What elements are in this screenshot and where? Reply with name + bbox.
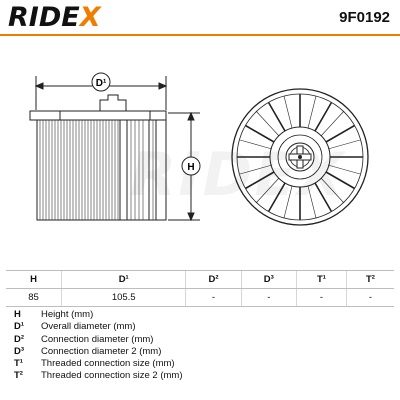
legend-key: D³	[14, 345, 25, 357]
legend-key: T¹	[14, 358, 23, 370]
spec-table-value-row: 85 105.5 - - - -	[6, 288, 394, 307]
spec-header-d3: D³	[240, 270, 297, 289]
legend-item: T¹ Threaded connection size (mm)	[14, 358, 394, 370]
legend-text: Threaded connection size 2 (mm)	[41, 370, 183, 382]
header: RIDEX 9F0192	[0, 0, 400, 34]
center-cross-connector	[285, 142, 315, 172]
spec-value-d2: -	[185, 288, 242, 307]
h-label-bubble	[181, 156, 201, 176]
legend-text: Connection diameter (mm)	[41, 333, 154, 345]
legend-text: Overall diameter (mm)	[41, 321, 136, 333]
legend-text: Height (mm)	[41, 309, 94, 320]
legend-key: D¹	[14, 321, 25, 333]
spec-header-d2: D²	[185, 270, 242, 289]
legend-text: Connection diameter 2 (mm)	[41, 345, 162, 357]
spec-value-d3: -	[240, 288, 297, 307]
logo-accent: X	[79, 2, 101, 33]
legend-key: D²	[14, 333, 25, 345]
spec-value-d1: 105.5	[61, 288, 186, 307]
spec-header-t2: T²	[345, 270, 394, 289]
h-label: H	[187, 162, 194, 173]
header-divider	[0, 34, 400, 36]
spec-table: H D¹ D² D³ T¹ T² 85 105.5 - - - -	[6, 270, 394, 307]
technical-drawing: D¹ H	[29, 72, 369, 226]
spec-header-h: H	[6, 270, 62, 289]
spec-header-t1: T¹	[295, 270, 347, 289]
part-number: 9F0192	[339, 9, 390, 26]
spec-value-h: 85	[6, 288, 62, 307]
d1-label: D¹	[96, 78, 107, 89]
logo-main: RIDE	[8, 2, 80, 33]
d1-label-bubble	[91, 72, 111, 92]
legend-key: T²	[14, 370, 23, 382]
spec-value-t2: -	[345, 288, 394, 307]
filter-side-view	[29, 94, 167, 221]
legend: H Height (mm) D¹ Overall diameter (mm) D² C…	[14, 309, 394, 383]
spec-header-d1: D¹	[61, 270, 186, 289]
legend-item: H Height (mm)	[14, 309, 394, 321]
legend-text: Threaded connection size (mm)	[41, 358, 175, 370]
legend-item: T² Threaded connection size 2 (mm)	[14, 370, 394, 382]
spec-table-header-row: H D¹ D² D³ T¹ T²	[6, 270, 394, 289]
filter-top-view	[231, 88, 369, 226]
brand-logo: RIDEX	[8, 4, 101, 32]
spec-value-t1: -	[295, 288, 347, 307]
legend-item: D¹ Overall diameter (mm)	[14, 321, 394, 333]
filter-pleats	[39, 120, 154, 220]
legend-item: D² Connection diameter (mm)	[14, 334, 394, 346]
legend-key: H	[14, 309, 21, 320]
legend-item: D³ Connection diameter 2 (mm)	[14, 346, 394, 358]
